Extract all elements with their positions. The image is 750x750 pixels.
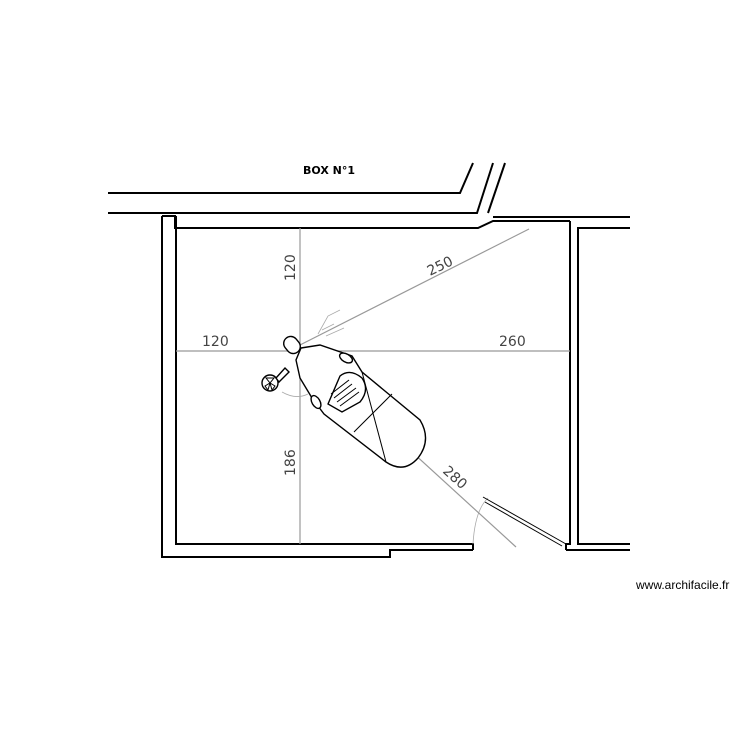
dimension-bottom: 186 [283, 449, 299, 476]
dimension-top: 120 [283, 254, 299, 281]
door [472, 496, 567, 547]
dimension-left: 120 [202, 334, 229, 350]
dimension-diagonal-lower: 280 [439, 463, 470, 493]
watermark: www.archifacile.fr [635, 578, 729, 592]
room-title: BOX N°1 [303, 164, 355, 177]
walls [108, 162, 630, 558]
dimension-diagonal-upper: 250 [425, 253, 456, 279]
dimension-right: 260 [499, 334, 526, 350]
operator-stool [261, 366, 290, 392]
dental-chair [281, 309, 427, 468]
